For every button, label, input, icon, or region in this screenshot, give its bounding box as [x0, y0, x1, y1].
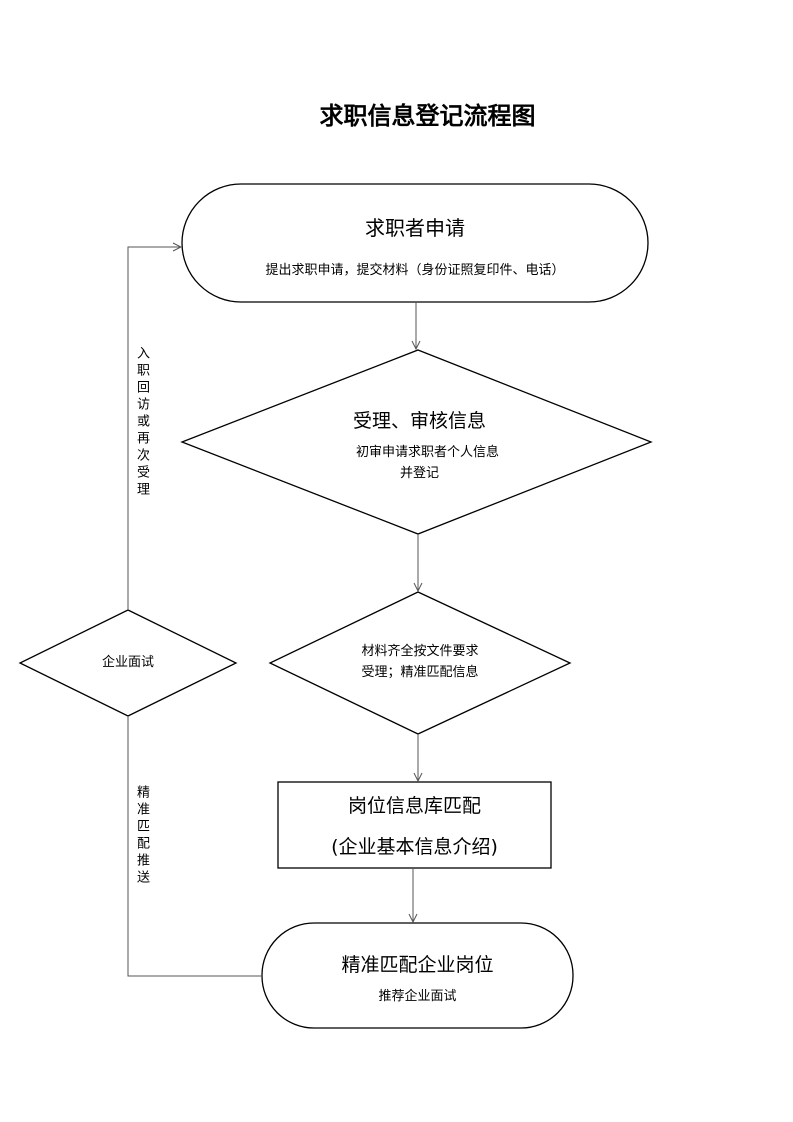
edge-match-to-interview	[127, 716, 262, 977]
node-review-line1: 初审申请求职者个人信息	[356, 445, 500, 460]
node-apply-subtitle: 提出求职申请，提交材料（身份证照复印件、电话）	[265, 263, 565, 278]
node-apply-title: 求职者申请	[365, 216, 465, 240]
node-database-shape	[277, 781, 552, 869]
node-accept-shape	[268, 591, 572, 735]
edge-lower-loop-label: 精准匹配推送	[134, 785, 149, 887]
node-review-shape	[180, 349, 653, 535]
node-database-line1: 岗位信息库匹配	[347, 795, 481, 817]
edge-interview-to-apply	[127, 247, 181, 610]
node-review-title: 受理、审核信息	[353, 410, 487, 432]
node-apply-shape	[181, 183, 649, 303]
node-database-line2: (企业基本信息介绍)	[331, 836, 498, 858]
node-accept-line2: 受理；精准匹配信息	[361, 665, 479, 680]
node-match-subtitle: 推荐企业面试	[378, 989, 457, 1004]
page-title: 求职信息登记流程图	[319, 102, 536, 130]
node-accept-line1: 材料齐全按文件要求	[361, 644, 479, 659]
node-review-line2: 并登记	[400, 466, 440, 481]
node-match-title: 精准匹配企业岗位	[341, 954, 494, 976]
edge-upper-loop-label: 入职回访或再次受理	[134, 346, 149, 499]
node-interview-label: 企业面试	[101, 655, 154, 670]
